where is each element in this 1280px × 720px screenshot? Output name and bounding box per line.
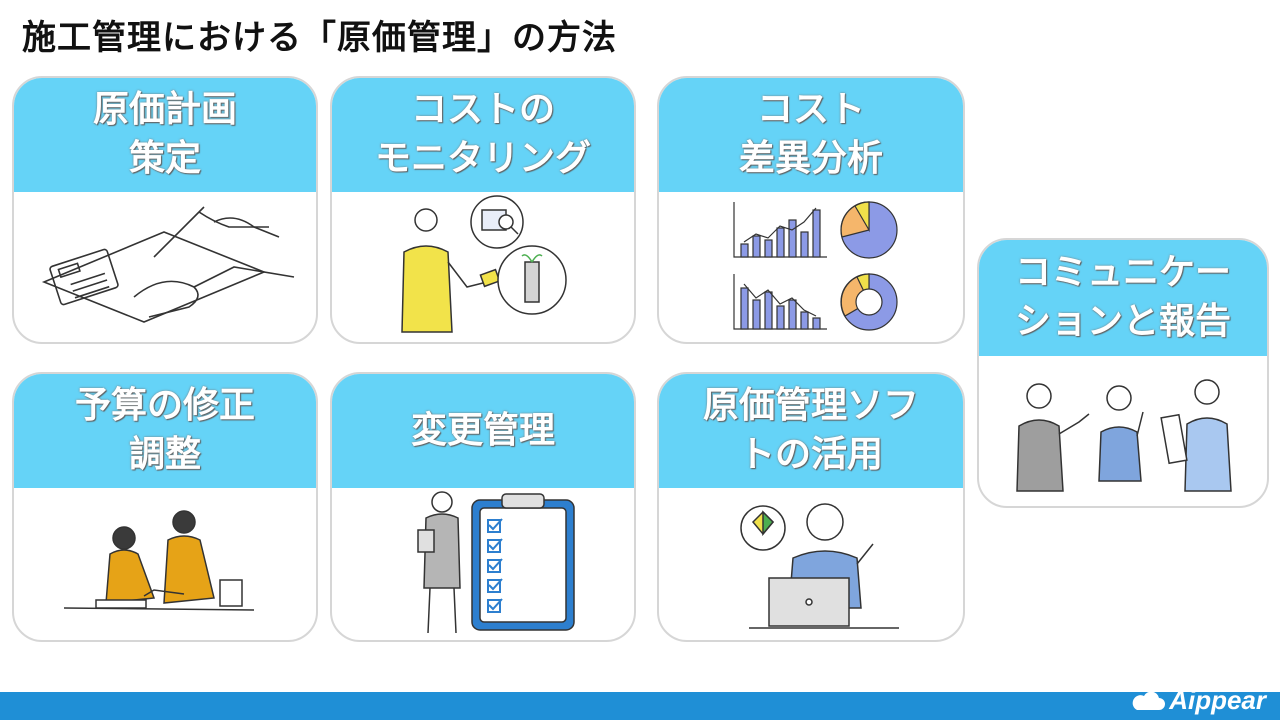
card-header: コミュニケー ションと報告 (979, 240, 1267, 356)
planning-illustration (41, 206, 295, 323)
card-title-line2: 策定 (128, 138, 201, 179)
card-title-line1: コミュニケー (1014, 252, 1231, 294)
card-cost-monitoring: コストの モニタリング (330, 76, 636, 344)
card-title-line2: 差異分析 (738, 138, 883, 179)
variance-charts-illustration (733, 201, 898, 331)
card-budget-adjust: 予算の修正 調整 (12, 372, 318, 642)
page-title: 施工管理における「原価管理」の方法 (22, 18, 617, 58)
card-illustration (332, 192, 634, 342)
card-header: 原価管理ソフ トの活用 (659, 374, 963, 488)
card-title-line1: 変更管理 (410, 409, 555, 451)
checklist-illustration (417, 491, 575, 634)
logo-text: Aippear (1169, 685, 1266, 715)
card-header: コスト 差異分析 (659, 78, 963, 192)
card-title-line1: 原価計画 (92, 89, 237, 131)
card-title-line1: コストの (410, 89, 555, 131)
card-illustration (14, 192, 316, 342)
monitoring-illustration (401, 195, 567, 333)
card-illustration (659, 192, 963, 342)
budget-adjust-illustration (63, 510, 255, 611)
brand-logo: Aippear (1131, 685, 1266, 716)
communication-illustration (1016, 379, 1232, 492)
card-communication: コミュニケー ションと報告 (977, 238, 1269, 508)
card-header: コストの モニタリング (332, 78, 634, 192)
card-title-line1: 予算の修正 (74, 385, 255, 427)
card-header: 変更管理 (332, 374, 634, 488)
card-change-management: 変更管理 (330, 372, 636, 642)
card-title-line2: ションと報告 (1014, 301, 1231, 342)
card-title-line2: モニタリング (374, 138, 591, 179)
card-cost-plan: 原価計画 策定 (12, 76, 318, 344)
card-header: 原価計画 策定 (14, 78, 316, 192)
card-illustration (14, 488, 316, 640)
card-illustration (332, 488, 634, 640)
footer-bar (0, 692, 1280, 720)
card-title-line2: 調整 (128, 434, 201, 475)
card-illustration (979, 356, 1267, 506)
card-title-line1: 原価管理ソフ (702, 385, 919, 427)
card-software: 原価管理ソフ トの活用 (657, 372, 965, 642)
cloud-logo-icon (1132, 691, 1166, 710)
card-title-line1: コスト (756, 89, 865, 131)
card-header: 予算の修正 調整 (14, 374, 316, 488)
card-title-line2: トの活用 (738, 434, 883, 475)
card-cost-variance: コスト 差異分析 (657, 76, 965, 344)
software-illustration (740, 503, 899, 629)
card-illustration (659, 488, 963, 640)
